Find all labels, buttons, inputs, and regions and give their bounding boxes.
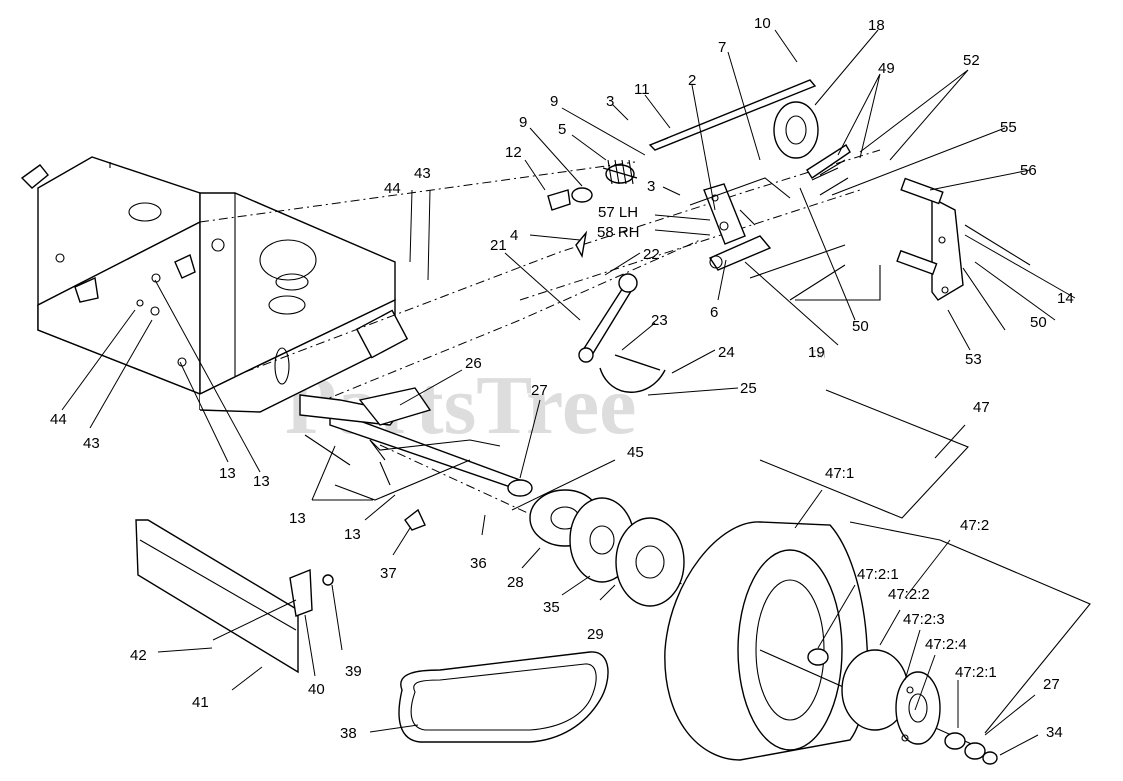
- callout-3-upper: 3: [606, 93, 614, 110]
- callout-5: 5: [558, 121, 566, 138]
- callout-44-lower: 44: [50, 411, 67, 428]
- callout-39: 39: [345, 663, 362, 680]
- callout-28: 28: [507, 574, 524, 591]
- callout-labels: 10 18 7 49 52 11 2 9 3 55 9 5 12 56 3 57…: [50, 15, 1074, 742]
- callout-3-lower: 3: [647, 178, 655, 195]
- callout-47-2-4: 47:2:4: [925, 636, 967, 653]
- callout-18: 18: [868, 17, 885, 34]
- wheel-assembly: [664, 521, 998, 765]
- callout-7: 7: [718, 39, 726, 56]
- callout-10: 10: [754, 15, 771, 32]
- callout-19: 19: [808, 344, 825, 361]
- watermark-trademark: TM: [810, 349, 826, 361]
- callout-43-lower: 43: [83, 435, 100, 452]
- callout-49: 49: [878, 60, 895, 77]
- callout-13-c: 13: [289, 510, 306, 527]
- callout-9-lower: 9: [519, 114, 527, 131]
- callout-47-2: 47:2: [960, 517, 989, 534]
- axle-pulley-assembly: [299, 387, 685, 607]
- callout-47-1: 47:1: [825, 465, 854, 482]
- callout-14: 14: [1057, 290, 1074, 307]
- callout-24: 24: [718, 344, 735, 361]
- callout-23: 23: [651, 312, 668, 329]
- frame-housing: [20, 156, 409, 413]
- callout-40: 40: [308, 681, 325, 698]
- deflector-shield: [135, 519, 334, 674]
- callout-34: 34: [1046, 724, 1063, 741]
- callout-11: 11: [634, 81, 650, 98]
- callout-52: 52: [963, 52, 980, 69]
- callout-9-upper: 9: [550, 93, 558, 110]
- callout-35: 35: [543, 599, 560, 616]
- callout-37: 37: [380, 565, 397, 582]
- callout-56: 56: [1020, 162, 1037, 179]
- callout-55: 55: [1000, 119, 1017, 136]
- callout-12: 12: [505, 144, 522, 161]
- callout-13-a: 13: [219, 465, 236, 482]
- callout-53: 53: [965, 351, 982, 368]
- callout-29: 29: [587, 626, 604, 643]
- callout-25: 25: [740, 380, 757, 397]
- callout-27-upper: 27: [531, 382, 548, 399]
- callout-43-upper: 43: [414, 165, 431, 182]
- callout-26: 26: [465, 355, 482, 372]
- callout-41: 41: [192, 694, 209, 711]
- callout-6: 6: [710, 304, 718, 321]
- callout-47-2-1-upper: 47:2:1: [857, 566, 899, 583]
- callout-42: 42: [130, 647, 147, 664]
- upper-linkage: [547, 79, 1031, 393]
- callout-27-lower: 27: [1043, 676, 1060, 693]
- callout-36: 36: [470, 555, 487, 572]
- callout-4: 4: [510, 227, 518, 244]
- callout-47-2-2: 47:2:2: [888, 586, 930, 603]
- callout-58-rh: 58 RH: [597, 224, 640, 241]
- callout-47-2-3: 47:2:3: [903, 611, 945, 628]
- callout-45: 45: [627, 444, 644, 461]
- callout-21: 21: [490, 237, 507, 254]
- callout-44-upper: 44: [384, 180, 401, 197]
- callout-47: 47: [973, 399, 990, 416]
- callout-2: 2: [688, 72, 696, 89]
- callout-57-lh: 57 LH: [598, 204, 638, 221]
- group-brackets: [304, 177, 1091, 734]
- callout-13-b: 13: [253, 473, 270, 490]
- callout-50-right: 50: [1030, 314, 1047, 331]
- callout-22: 22: [643, 246, 660, 263]
- callout-50-left: 50: [852, 318, 869, 335]
- leader-lines: [61, 29, 1076, 756]
- callout-47-2-1-lower: 47:2:1: [955, 664, 997, 681]
- callout-13-d: 13: [344, 526, 361, 543]
- drive-belt: [398, 651, 609, 743]
- callout-38: 38: [340, 725, 357, 742]
